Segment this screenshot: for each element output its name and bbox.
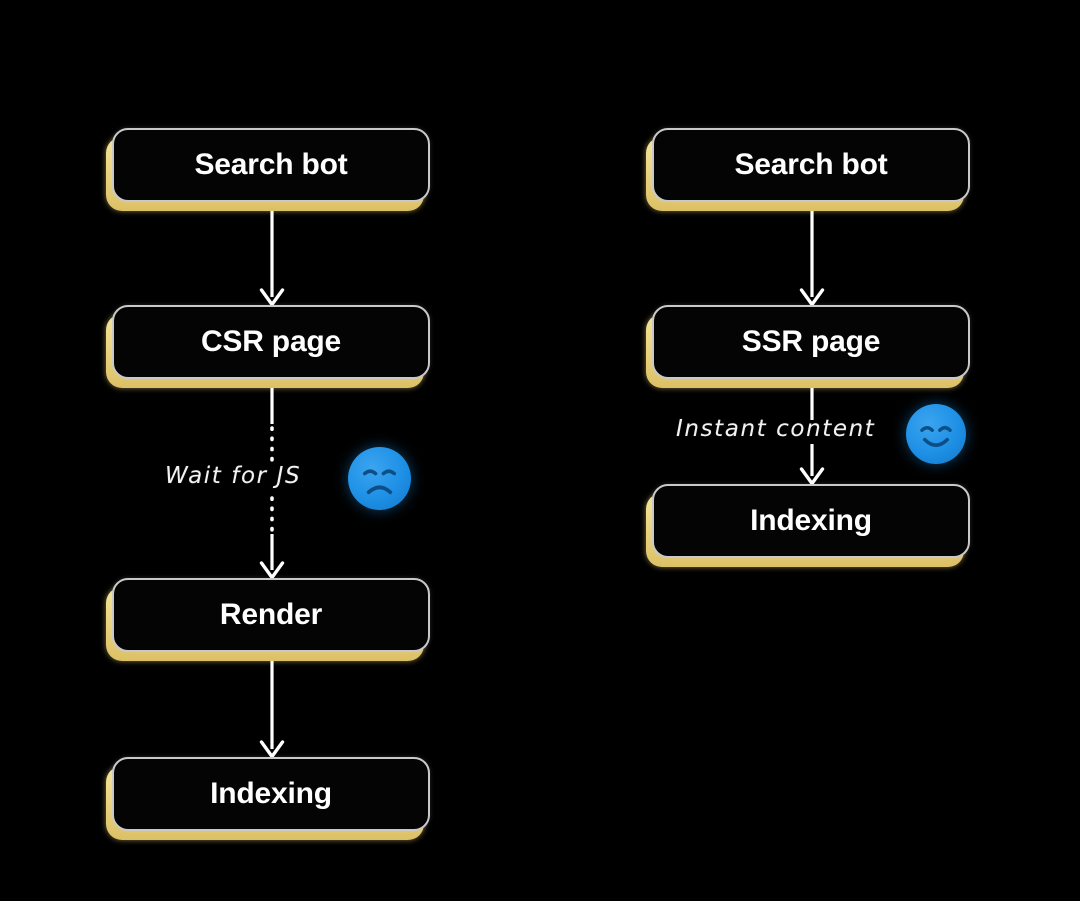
node-body: CSR page (112, 305, 430, 379)
sad-face-glyph (362, 469, 397, 495)
connector-arrow-ssr-searchbot-to-ssrpage (795, 211, 829, 316)
flow-node-ssr-indexing[interactable]: Indexing (646, 484, 970, 567)
arrow-icon (799, 211, 825, 307)
annotation-instant-content: Instant content (676, 416, 876, 442)
node-body: Indexing (112, 757, 430, 831)
connector-arrow-csr-searchbot-to-csrpage (255, 211, 289, 316)
node-label: Search bot (734, 148, 888, 181)
node-label: CSR page (200, 325, 342, 358)
smiling-face-emoji (906, 404, 966, 464)
sad-face-emoji (348, 447, 411, 510)
node-body: Search bot (112, 128, 430, 202)
connector-arrow-render-to-indexing (255, 661, 289, 768)
flow-node-csr-search-bot[interactable]: Search bot (106, 128, 430, 211)
flow-node-ssr-page[interactable]: SSR page (646, 305, 970, 388)
flow-node-csr-indexing[interactable]: Indexing (106, 757, 430, 840)
annotation-wait-for-js: Wait for JS (165, 463, 302, 489)
smiling-face-glyph (920, 425, 952, 448)
node-body: Render (112, 578, 430, 652)
node-label: Indexing (750, 504, 872, 537)
flow-node-ssr-search-bot[interactable]: Search bot (646, 128, 970, 211)
node-label: SSR page (741, 325, 881, 358)
node-label: Search bot (194, 148, 348, 181)
node-body: Indexing (652, 484, 970, 558)
node-label: Indexing (210, 777, 332, 810)
node-label: Render (219, 598, 323, 631)
flow-node-csr-page[interactable]: CSR page (106, 305, 430, 388)
node-body: Search bot (652, 128, 970, 202)
arrow-icon (259, 661, 285, 759)
node-body: SSR page (652, 305, 970, 379)
arrow-icon (259, 211, 285, 307)
flow-node-render[interactable]: Render (106, 578, 430, 661)
